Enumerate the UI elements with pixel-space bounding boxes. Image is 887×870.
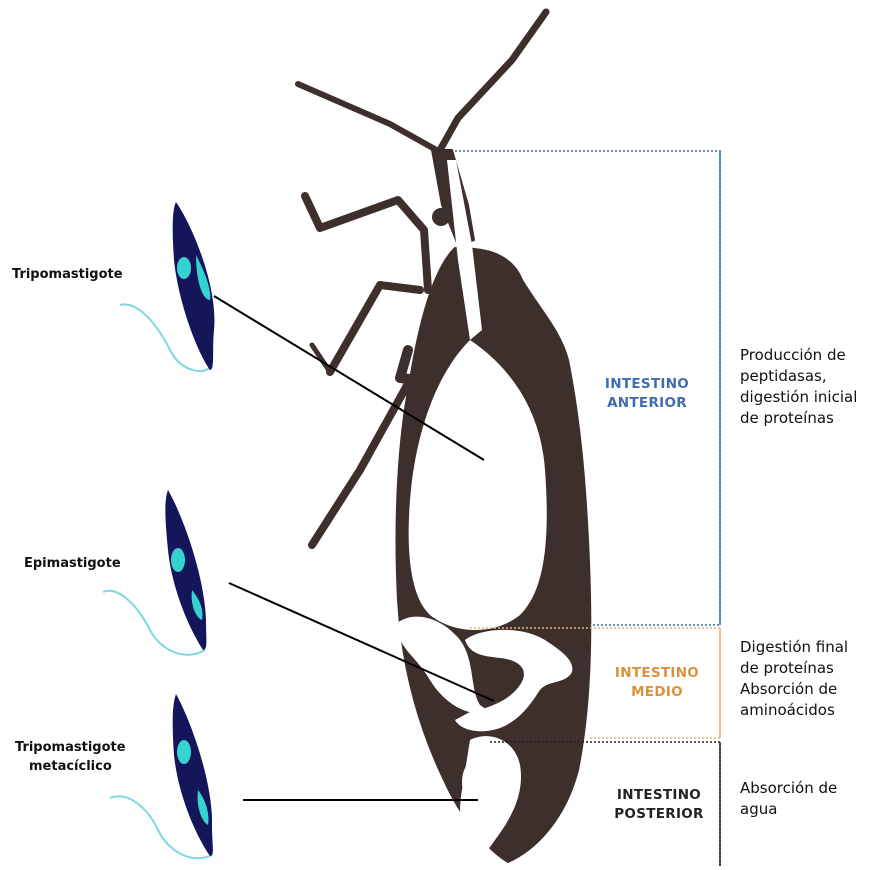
trypanosome-parasite-icon bbox=[120, 202, 214, 371]
section-label-anterior: INTESTINO ANTERIOR bbox=[592, 375, 702, 413]
desc-line: digestión inicial bbox=[740, 387, 857, 408]
desc-line: aminoácidos bbox=[740, 700, 848, 721]
section-posterior-line2: POSTERIOR bbox=[604, 805, 714, 824]
label-metaciclico-line2: metacíclico bbox=[29, 759, 112, 774]
section-anterior-line1: INTESTINO bbox=[592, 375, 702, 394]
desc-line: Absorción de bbox=[740, 679, 848, 700]
desc-anterior: Producción de peptidasas, digestión inic… bbox=[740, 345, 857, 429]
section-medio-line2: MEDIO bbox=[602, 683, 712, 702]
section-anterior-line2: ANTERIOR bbox=[592, 394, 702, 413]
label-tripomastigote: Tripomastigote bbox=[12, 267, 123, 282]
section-medio-line1: INTESTINO bbox=[602, 664, 712, 683]
trypanosome-parasite-icon bbox=[103, 490, 206, 655]
section-label-medio: INTESTINO MEDIO bbox=[602, 664, 712, 702]
section-posterior-line1: INTESTINO bbox=[604, 786, 714, 805]
desc-line: agua bbox=[740, 799, 837, 820]
section-label-posterior: INTESTINO POSTERIOR bbox=[604, 786, 714, 824]
desc-line: Producción de bbox=[740, 345, 857, 366]
label-epimastigote: Epimastigote bbox=[24, 556, 121, 571]
desc-line: Digestión final bbox=[740, 637, 848, 658]
desc-medio: Digestión final de proteínas Absorción d… bbox=[740, 637, 848, 721]
trypanosome-parasite-icon bbox=[110, 694, 213, 858]
desc-line: Absorción de bbox=[740, 778, 837, 799]
desc-line: peptidasas, bbox=[740, 366, 857, 387]
desc-posterior: Absorción de agua bbox=[740, 778, 837, 820]
desc-line: de proteínas bbox=[740, 408, 857, 429]
label-metaciclico-line1: Tripomastigote bbox=[15, 740, 126, 755]
desc-line: de proteínas bbox=[740, 658, 848, 679]
